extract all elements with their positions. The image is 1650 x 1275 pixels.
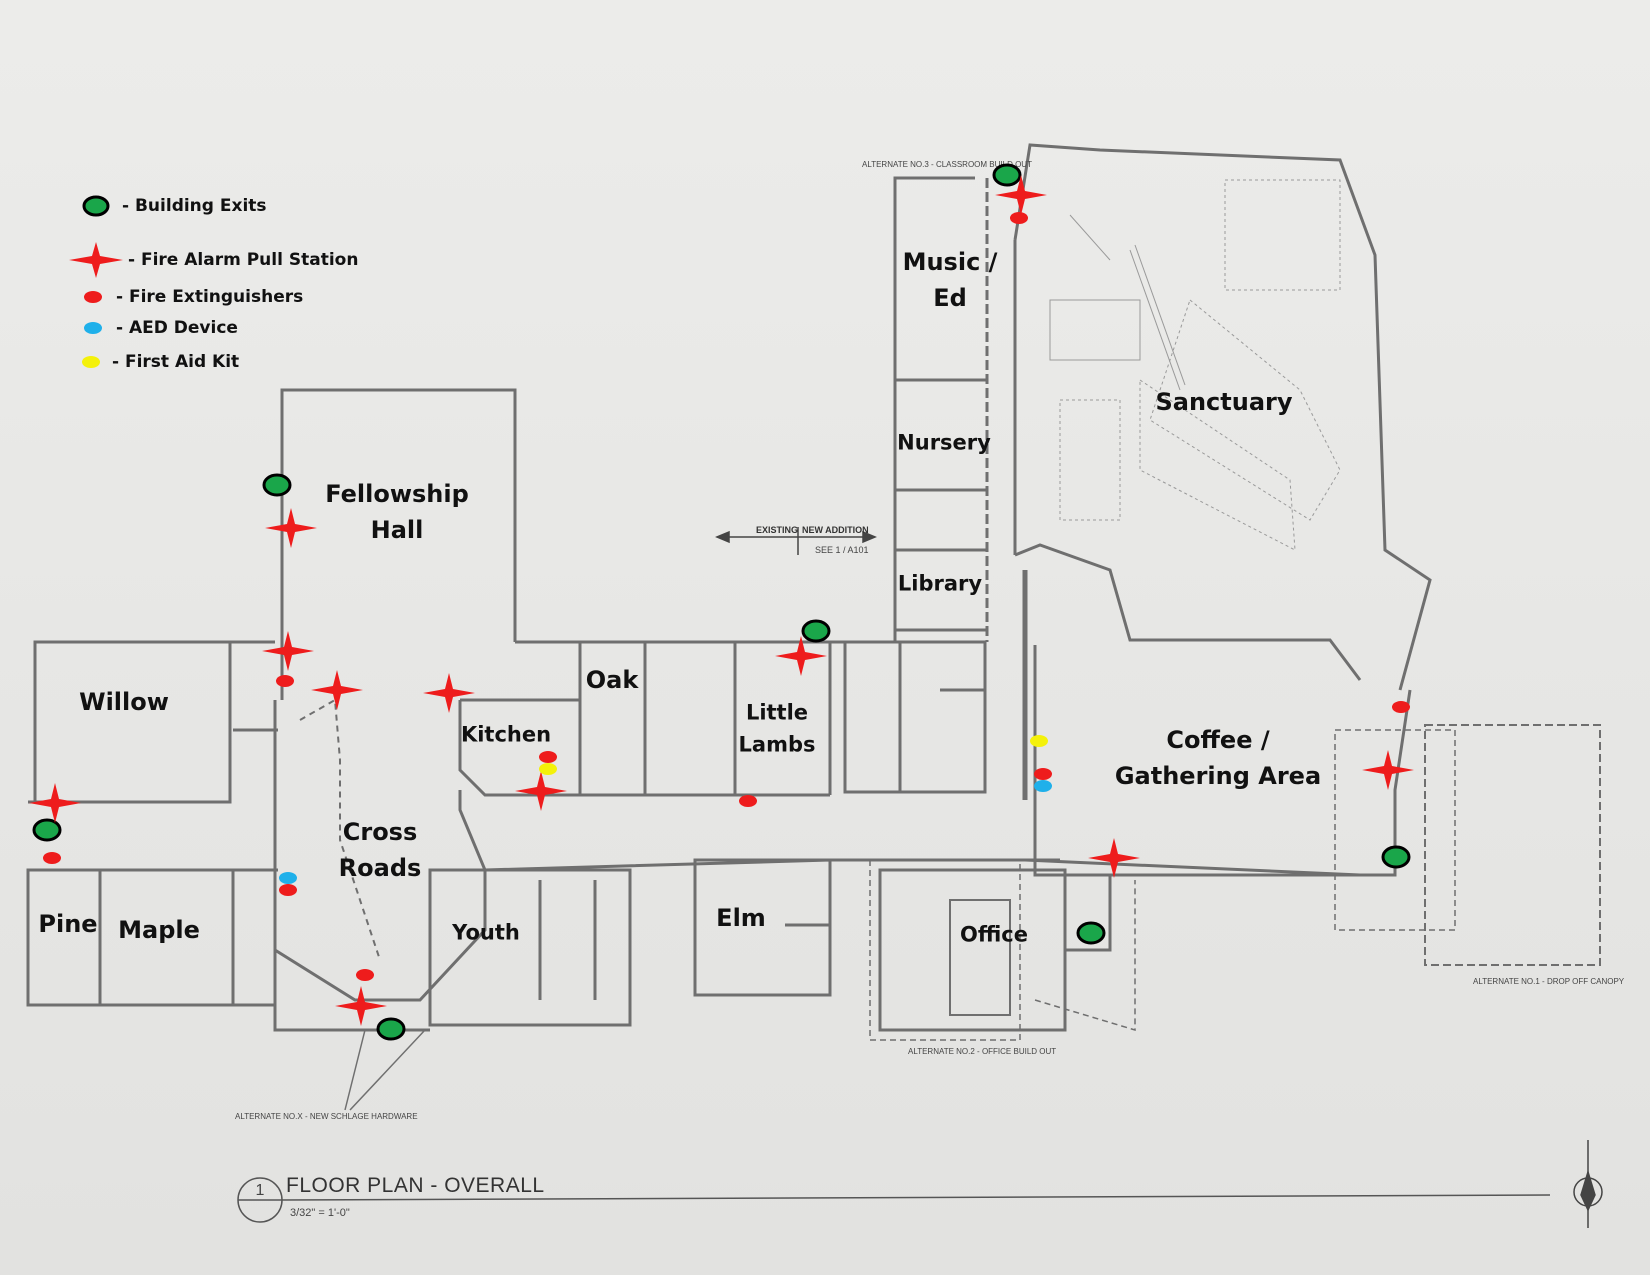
extinguisher-marker bbox=[276, 675, 294, 687]
fire-alarm-pull-stations bbox=[29, 175, 1414, 1026]
pull-station-marker bbox=[1088, 838, 1140, 878]
legend-label-first-aid: - First Aid Kit bbox=[112, 352, 240, 372]
fire-extinguisher-icon bbox=[84, 291, 102, 303]
room-label-office: Office bbox=[960, 922, 1028, 947]
pull-station-marker bbox=[515, 771, 567, 811]
coffee-gathering-outline bbox=[1033, 645, 1412, 877]
extinguisher-marker bbox=[739, 795, 757, 807]
extinguisher-marker bbox=[1034, 768, 1052, 780]
first-aid-kit-icon bbox=[82, 356, 100, 368]
aed-marker bbox=[279, 872, 297, 884]
room-label-youth: Youth bbox=[452, 920, 520, 945]
pull-station-marker bbox=[265, 508, 317, 548]
exit-marker bbox=[992, 163, 1022, 187]
sanctuary-outline bbox=[1013, 143, 1432, 691]
pull-station-marker bbox=[423, 673, 475, 713]
legend-item-first-aid: - First Aid Kit bbox=[70, 352, 239, 372]
pull-station-marker bbox=[335, 986, 387, 1026]
aed-device-icon bbox=[84, 322, 102, 334]
room-label-sanctuary: Sanctuary bbox=[1155, 388, 1293, 416]
alt3-label: ALTERNATE NO.3 - CLASSROOM BUILD OUT bbox=[862, 160, 1032, 169]
room-label-maple: Maple bbox=[118, 916, 200, 944]
room-label-little-lambs: Little Lambs bbox=[738, 700, 816, 757]
youth-room-outline bbox=[428, 868, 632, 1027]
legend-label-aed: - AED Device bbox=[116, 318, 238, 338]
room-label-coffee-gathering: Coffee / Gathering Area bbox=[1114, 726, 1322, 790]
building-exit-icon bbox=[82, 195, 110, 217]
exit-marker bbox=[32, 818, 62, 842]
extinguisher-marker bbox=[1010, 212, 1028, 224]
extinguisher-marker bbox=[1392, 701, 1410, 713]
room-label-cross-roads: Cross Roads bbox=[338, 818, 422, 882]
fellowship-hall-outline bbox=[280, 388, 517, 700]
sanctuary-seating bbox=[1224, 179, 1341, 291]
svg-text:1: 1 bbox=[256, 1182, 265, 1199]
room-label-elm: Elm bbox=[716, 904, 766, 932]
legend-item-aed: - AED Device bbox=[70, 318, 238, 338]
room-label-music-ed: Music / Ed bbox=[902, 248, 998, 312]
legend-item-extinguishers: - Fire Extinguishers bbox=[70, 287, 303, 307]
room-label-library: Library bbox=[897, 571, 983, 596]
music-ed-outline bbox=[893, 176, 975, 642]
fire-alarm-pull-station-icon bbox=[69, 242, 123, 278]
pull-station-marker bbox=[29, 783, 81, 823]
first-aid-marker bbox=[539, 763, 557, 775]
aed-devices bbox=[279, 780, 1052, 884]
pull-station-marker bbox=[311, 670, 363, 710]
pull-station-marker bbox=[262, 631, 314, 671]
room-label-oak: Oak bbox=[585, 666, 639, 694]
room-label-pine: Pine bbox=[38, 910, 98, 938]
cross-roads-dashed bbox=[299, 698, 381, 961]
legend-label-exits: - Building Exits bbox=[122, 196, 267, 216]
aed-marker bbox=[1034, 780, 1052, 792]
pull-station-marker bbox=[995, 175, 1047, 215]
exit-marker bbox=[801, 619, 831, 643]
alt2-label: ALTERNATE NO.2 - OFFICE BUILD OUT bbox=[908, 1047, 1057, 1056]
building-exits bbox=[32, 163, 1411, 1041]
room-label-willow: Willow bbox=[79, 688, 169, 716]
new-addition-label: NEW ADDITION bbox=[802, 525, 869, 535]
extinguisher-marker bbox=[539, 751, 557, 763]
existing-label: EXISTING bbox=[756, 525, 799, 535]
drop-off-canopy-outline bbox=[1424, 724, 1601, 966]
extinguisher-marker bbox=[279, 884, 297, 896]
legend-label-extinguishers: - Fire Extinguishers bbox=[116, 287, 304, 307]
pull-station-marker bbox=[775, 636, 827, 676]
see-sheet-label: SEE 1 / A101 bbox=[815, 545, 869, 555]
extinguisher-marker bbox=[356, 969, 374, 981]
exit-marker bbox=[1381, 845, 1411, 869]
exit-marker bbox=[376, 1017, 406, 1041]
room-label-nursery: Nursery bbox=[897, 430, 991, 455]
drawing-title: FLOOR PLAN - OVERALL bbox=[286, 1174, 545, 1197]
extinguisher-marker bbox=[43, 852, 61, 864]
legend-label-pull-station: - Fire Alarm Pull Station bbox=[128, 250, 359, 270]
exit-marker bbox=[262, 473, 292, 497]
alt1-label: ALTERNATE NO.1 - DROP OFF CANOPY bbox=[1473, 977, 1625, 986]
altx-label: ALTERNATE NO.X - NEW SCHLAGE HARDWARE bbox=[235, 1112, 418, 1121]
elm-room-outline bbox=[693, 858, 832, 997]
first-aid-kits bbox=[539, 735, 1048, 775]
room-label-kitchen: Kitchen bbox=[460, 722, 552, 747]
legend-item-pull-station: - Fire Alarm Pull Station bbox=[69, 240, 359, 280]
fire-extinguishers bbox=[43, 212, 1410, 981]
first-aid-marker bbox=[1030, 735, 1048, 747]
pine-maple-outline bbox=[26, 868, 235, 1007]
drawing-scale: 3/32" = 1'-0" bbox=[290, 1207, 350, 1219]
pull-station-marker bbox=[1362, 750, 1414, 790]
legend-item-exits: - Building Exits bbox=[70, 195, 267, 217]
room-label-fellowship-hall: Fellowship Hall bbox=[325, 480, 469, 544]
exit-marker bbox=[1076, 921, 1106, 945]
